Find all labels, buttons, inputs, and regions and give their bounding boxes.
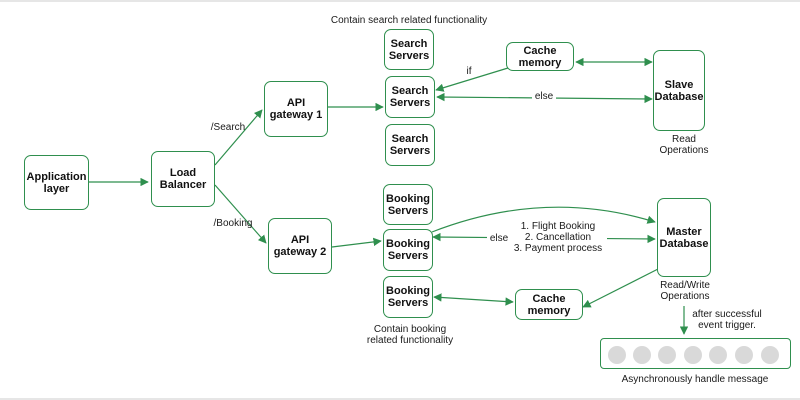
bottom-divider xyxy=(0,398,800,400)
search-server-top-node: Search Servers xyxy=(384,29,434,70)
read-operations-caption: Read Operations xyxy=(659,134,709,156)
edge-lb-to-gateway1 xyxy=(214,109,263,166)
edge-booking-to-master-curve xyxy=(431,206,656,233)
search-server-bottom-node: Search Servers xyxy=(385,124,435,166)
search-route-label: /Search xyxy=(210,122,246,133)
cache-memory-search-node: Cache memory xyxy=(506,42,574,71)
queue-slot xyxy=(709,346,727,364)
api-gateway-2-node: API gateway 2 xyxy=(268,218,332,274)
booking-route-label: /Booking xyxy=(213,218,253,229)
load-balancer-node: Load Balancer xyxy=(151,151,215,207)
slave-database-node: Slave Database xyxy=(653,50,705,131)
message-queue xyxy=(600,338,791,369)
edge-cache-booking xyxy=(433,293,514,306)
queue-slot xyxy=(684,346,702,364)
booking-operations-label: 1. Flight Booking 2. Cancellation 3. Pay… xyxy=(509,221,607,254)
booking-server-top-node: Booking Servers xyxy=(383,184,433,225)
booking-server-mid-node: Booking Servers xyxy=(383,229,433,271)
queue-slot xyxy=(658,346,676,364)
search-group-caption: Contain search related functionality xyxy=(330,15,488,26)
api-gateway-1-node: API gateway 1 xyxy=(264,81,328,137)
read-write-operations-caption: Read/Write Operations xyxy=(660,280,710,302)
if-label: if xyxy=(462,66,476,77)
queue-slot xyxy=(633,346,651,364)
edge-cache-to-search-if xyxy=(435,67,509,92)
after-event-label: after successful event trigger. xyxy=(692,309,762,331)
booking-group-caption: Contain booking related functionality xyxy=(366,324,454,346)
edge-gateway2-to-booking xyxy=(331,237,382,248)
queue-slot xyxy=(761,346,779,364)
cache-memory-booking-node: Cache memory xyxy=(515,289,583,320)
search-server-mid-node: Search Servers xyxy=(385,76,435,118)
master-database-node: Master Database xyxy=(657,198,711,277)
edge-lb-to-gateway2 xyxy=(214,184,267,244)
top-divider xyxy=(0,0,800,2)
else-search-label: else xyxy=(532,91,556,102)
application-layer-node: Application layer xyxy=(24,155,89,210)
edge-master-to-cache xyxy=(582,267,661,308)
else-booking-label: else xyxy=(487,233,511,244)
queue-caption: Asynchronously handle message xyxy=(621,374,769,385)
queue-slot xyxy=(608,346,626,364)
queue-slot xyxy=(735,346,753,364)
booking-server-bottom-node: Booking Servers xyxy=(383,276,433,318)
